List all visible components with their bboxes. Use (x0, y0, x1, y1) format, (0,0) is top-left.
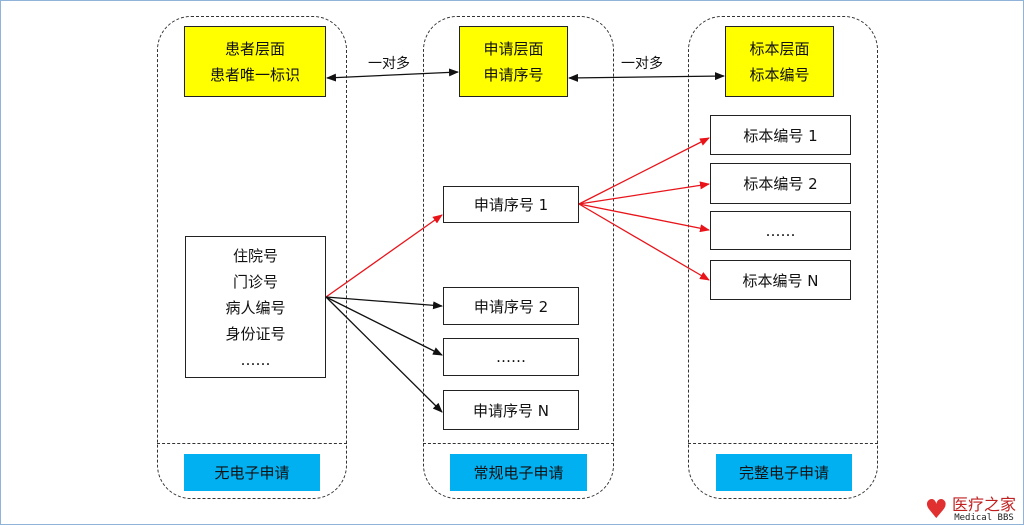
column-no-electronic-request (157, 16, 347, 499)
complete-electronic-request-label: 完整电子申请 (716, 454, 852, 491)
patient-id-item: …… (240, 351, 271, 369)
specimen-level-subtitle: 标本编号 (749, 65, 810, 84)
specimen-level-title: 标本层面 (749, 39, 810, 58)
patient-to-request-1-arrow (325, 214, 443, 298)
patient-to-request-ellipsis-arrow (325, 296, 443, 356)
request-box-n: 申请序号 N (443, 390, 579, 430)
specimen-box-1: 标本编号 1 (710, 115, 851, 155)
watermark-logo: ♥ 医疗之家 Medical BBS (924, 495, 1016, 525)
request-level-subtitle: 申请序号 (483, 65, 544, 84)
request-to-specimen-1-arrow (578, 137, 710, 205)
patient-id-item: 住院号 (232, 247, 278, 265)
heart-icon: ♥ (924, 495, 948, 525)
regular-electronic-request-label: 常规电子申请 (450, 454, 587, 491)
patient-level-subtitle: 患者唯一标识 (209, 65, 300, 84)
column-divider (423, 443, 614, 444)
watermark-cn-text: 医疗之家 (951, 495, 1016, 514)
request-box-ellipsis: …… (443, 338, 579, 376)
request-to-specimen-2-arrow (578, 181, 710, 205)
patient-to-request-n-arrow (325, 296, 443, 413)
request-box-1: 申请序号 1 (443, 186, 579, 223)
request-level-title: 申请层面 (483, 39, 544, 58)
request-to-specimen-n-arrow (578, 203, 710, 281)
request-to-specimen-ellipsis-arrow (578, 203, 710, 233)
request-specimen-relation-arrow (568, 72, 725, 82)
patient-to-request-2-arrow (325, 296, 443, 310)
request-level-box: 申请层面 申请序号 (459, 26, 568, 97)
column-complete-electronic-request (688, 16, 878, 499)
patient-level-title: 患者层面 (224, 39, 285, 58)
column-divider (688, 443, 878, 444)
no-electronic-request-label: 无电子申请 (184, 454, 320, 491)
column-regular-electronic-request (423, 16, 614, 499)
specimen-box-ellipsis: …… (710, 211, 851, 250)
patient-id-item: 门诊号 (232, 273, 278, 291)
specimen-box-n: 标本编号 N (710, 260, 851, 300)
patient-request-relation-label: 一对多 (366, 53, 412, 73)
patient-id-item: 病人编号 (225, 299, 286, 317)
specimen-level-box: 标本层面 标本编号 (725, 26, 834, 97)
watermark-en-text: Medical BBS (954, 513, 1014, 523)
patient-id-item: 身份证号 (225, 325, 286, 343)
specimen-box-2: 标本编号 2 (710, 163, 851, 204)
request-specimen-relation-label: 一对多 (619, 53, 665, 73)
column-divider (157, 443, 347, 444)
patient-level-box: 患者层面 患者唯一标识 (184, 26, 326, 97)
patient-identifiers-box: 住院号 门诊号 病人编号 身份证号 …… (185, 236, 326, 378)
request-box-2: 申请序号 2 (443, 287, 579, 325)
patient-request-relation-arrow (326, 68, 459, 82)
